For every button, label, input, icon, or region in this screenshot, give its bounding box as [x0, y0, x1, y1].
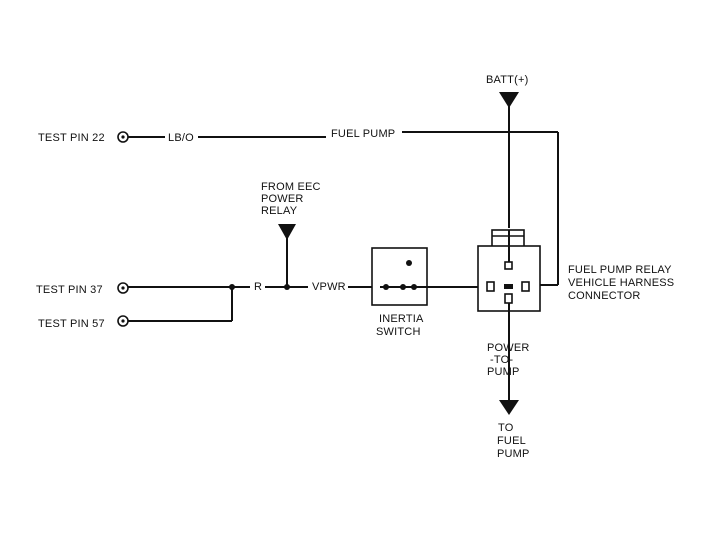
wire-vpwr-label: VPWR	[312, 281, 346, 293]
inertia-switch-contact-left	[383, 284, 389, 290]
test-pin-37-terminal-dot	[121, 286, 125, 290]
relay-terminal-right	[521, 281, 530, 292]
to-fuel-pump-arrow-icon	[499, 400, 519, 415]
from-eec-label-line3: RELAY	[261, 205, 298, 217]
power-label-line1: POWER	[487, 342, 530, 354]
inertia-switch-contact-right	[411, 284, 417, 290]
power-label-line3: PUMP	[487, 366, 520, 378]
power-label-line2: -TO-	[490, 354, 513, 366]
inertia-switch-contact-mid	[400, 284, 406, 290]
relay-label-line3: CONNECTOR	[568, 290, 641, 302]
relay-terminal-left	[486, 281, 495, 292]
from-eec-label-line2: POWER	[261, 193, 304, 205]
batt-arrow-icon	[499, 92, 519, 108]
test-pin-22-label: TEST PIN 22	[38, 132, 105, 144]
test-pin-22-terminal-dot	[121, 135, 125, 139]
test-pin-57-terminal-dot	[121, 319, 125, 323]
eec-relay-arrow-icon	[278, 224, 296, 240]
wire-fuel-pump-label: FUEL PUMP	[331, 128, 395, 140]
wire-r-label: R	[254, 281, 262, 293]
junction-dot-pins	[229, 284, 235, 290]
relay-terminal-center	[504, 284, 513, 289]
inertia-label-line1: INERTIA	[379, 313, 424, 325]
to-fuel-label-line3: PUMP	[497, 448, 530, 460]
test-pin-57-label: TEST PIN 57	[38, 318, 105, 330]
junction-dot-eec	[284, 284, 290, 290]
test-pin-37-label: TEST PIN 37	[36, 284, 103, 296]
wire-lbo-label: LB/O	[168, 132, 194, 144]
to-fuel-label-line2: FUEL	[497, 435, 526, 447]
relay-terminal-top	[504, 261, 513, 270]
to-fuel-label-line1: TO	[498, 422, 514, 434]
from-eec-label-line1: FROM EEC	[261, 181, 321, 193]
relay-label-line2: VEHICLE HARNESS	[568, 277, 674, 289]
inertia-switch-box	[371, 247, 428, 306]
relay-label-line1: FUEL PUMP RELAY	[568, 264, 672, 276]
inertia-switch-indicator-dot	[406, 260, 412, 266]
relay-terminal-bottom	[504, 293, 513, 304]
batt-label: BATT(+)	[486, 74, 528, 86]
inertia-label-line2: SWITCH	[376, 326, 421, 338]
